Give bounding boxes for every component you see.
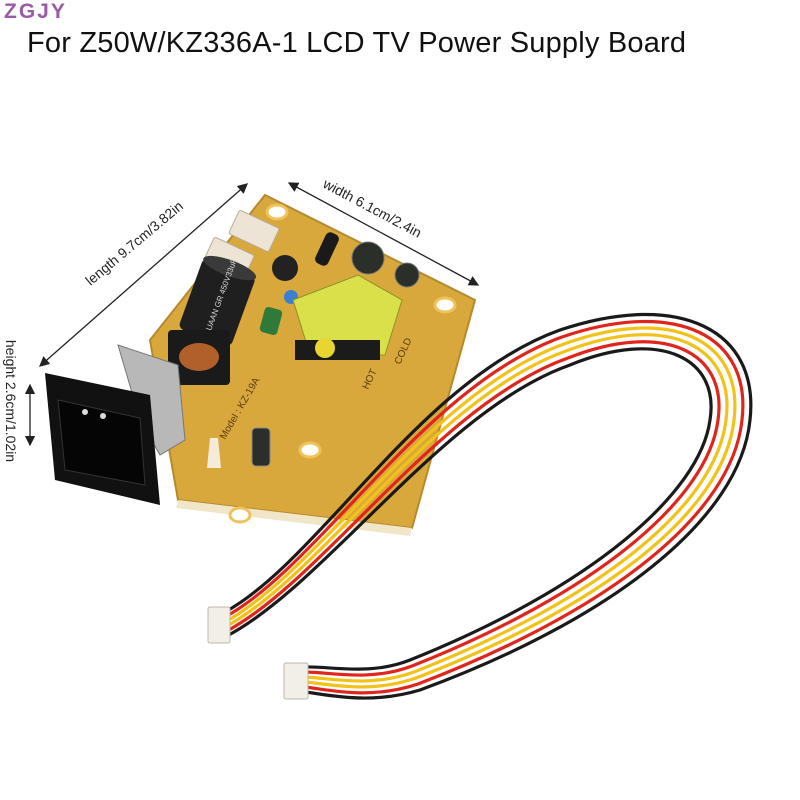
page-title: For Z50W/KZ336A-1 LCD TV Power Supply Bo… [27, 27, 687, 59]
ac-inlet-socket [45, 344, 186, 505]
wire-harness [223, 312, 753, 700]
height-dimension-label: height 2.6cm/1.02in [3, 339, 20, 463]
width-arrow [287, 182, 480, 286]
watermark-logo: ZGJY [4, 0, 67, 23]
transformer [292, 274, 403, 360]
bulk-capacitor: LUAAN GR 450V33uF [179, 255, 257, 346]
cable-connector-right [283, 662, 309, 700]
cable-connector-left [207, 606, 231, 644]
power-supply-board: LUAAN GR 450V33uF Model : KZ-19A HOT COL… [148, 193, 477, 536]
length-arrow [39, 183, 248, 367]
